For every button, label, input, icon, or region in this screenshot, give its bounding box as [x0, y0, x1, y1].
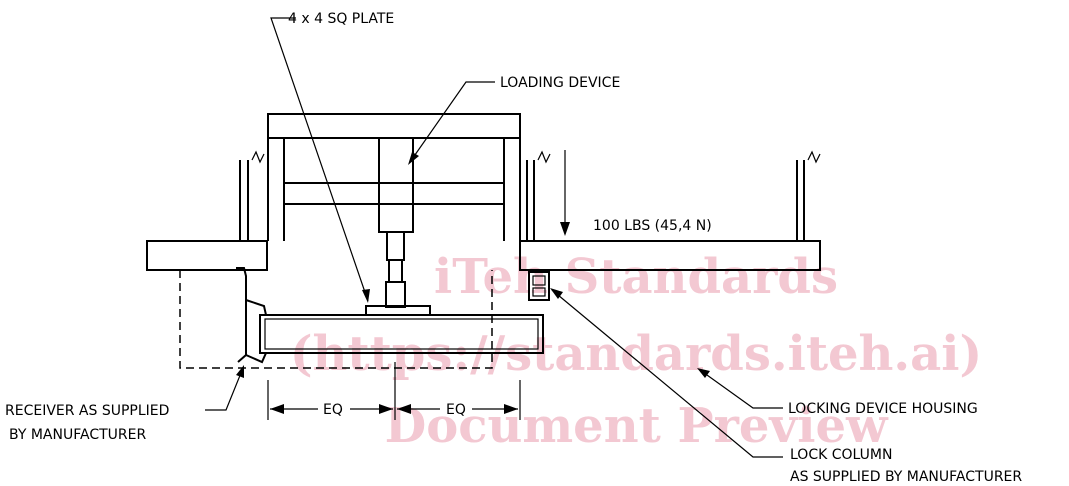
- receiver-bracket: [236, 267, 247, 363]
- label-housing: LOCKING DEVICE HOUSING: [788, 401, 978, 417]
- watermark-line-3: Document Preview: [385, 398, 889, 454]
- label-eq-right: EQ: [446, 402, 466, 418]
- label-eq-left: EQ: [323, 402, 343, 418]
- label-receiver-line1: RECEIVER AS SUPPLIED: [5, 403, 169, 419]
- eq-dimension: [267, 362, 521, 420]
- leader-plate: [270, 17, 370, 303]
- lock-column: [528, 271, 550, 301]
- label-lock-line1: LOCK COLUMN: [790, 447, 892, 463]
- watermark: iTeh Standards (https://standards.iteh.a…: [290, 249, 982, 454]
- label-plate: 4 x 4 SQ PLATE: [288, 11, 394, 27]
- loading-frame: [267, 113, 521, 241]
- left-slab: [146, 240, 268, 271]
- leader-housing: [697, 368, 783, 409]
- label-lock-line2: AS SUPPLIED BY MANUFACTURER: [790, 469, 1022, 485]
- left-post: [239, 150, 265, 241]
- loading-device: [378, 137, 414, 308]
- receiver-bar: [259, 314, 544, 354]
- label-loading-device: LOADING DEVICE: [500, 75, 620, 91]
- leader-loading-device: [408, 81, 495, 165]
- label-receiver-line2: BY MANUFACTURER: [9, 427, 146, 443]
- far-right-post: [796, 150, 821, 241]
- leader-receiver: [205, 365, 244, 411]
- right-slab: [519, 240, 821, 271]
- right-post: [526, 150, 551, 241]
- load-arrow: [560, 150, 570, 236]
- watermark-line-1: iTeh Standards: [434, 249, 838, 305]
- leader-lock-column: [550, 288, 783, 458]
- label-load: 100 LBS (45,4 N): [593, 218, 712, 234]
